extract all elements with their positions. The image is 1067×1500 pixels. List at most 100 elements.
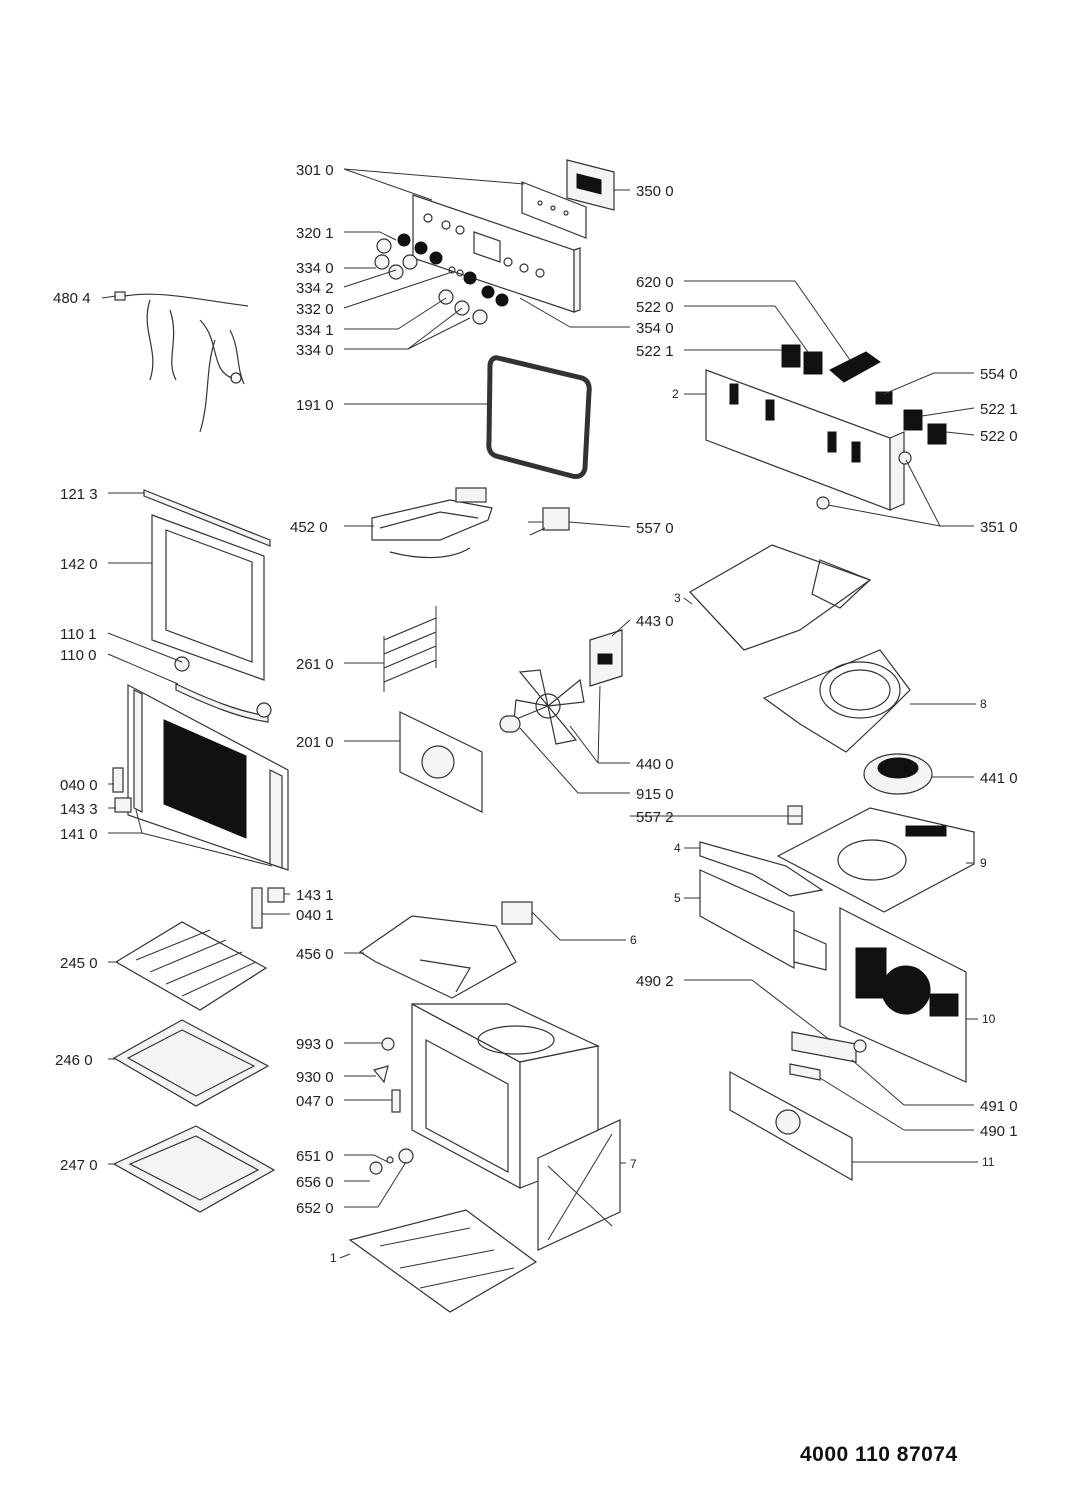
callout-label: 141 0 [60, 826, 98, 843]
callout-label: 440 0 [636, 756, 674, 773]
callout-label: 110 0 [60, 647, 96, 664]
callout-label: 993 0 [296, 1036, 334, 1053]
callout-label: 522 0 [636, 299, 674, 316]
callout-label: 040 1 [296, 907, 334, 924]
callout-label: 245 0 [60, 955, 98, 972]
part-door-top-trim [143, 489, 271, 547]
part-drip-pan [112, 1125, 276, 1213]
callout-label: 142 0 [60, 556, 98, 573]
part-wire-shelf [114, 921, 268, 1011]
callout-label: 334 1 [296, 322, 334, 339]
callout-label: 320 1 [296, 225, 334, 242]
callout-label: 11 [982, 1155, 995, 1169]
callout-label: 930 0 [296, 1069, 334, 1086]
part-fan-cover [762, 649, 911, 753]
callout-label: 121 3 [60, 486, 98, 503]
callout-label: 620 0 [636, 274, 674, 291]
callout-label: 651 0 [296, 1148, 334, 1165]
callout-label: 452 0 [290, 519, 328, 536]
part-outer-door-glass [151, 514, 265, 681]
part-lamp-parts [369, 1037, 414, 1175]
callout-label: 1 [330, 1251, 337, 1265]
callout-label: 143 3 [60, 801, 98, 818]
part-rear-panel [399, 711, 483, 813]
part-door-handle [174, 656, 272, 723]
callout-label: 4 [674, 841, 681, 855]
part-baking-tray [112, 1019, 270, 1107]
part-terminal-block [789, 1031, 867, 1081]
callout-label: 047 0 [296, 1093, 334, 1110]
part-thermostat [528, 507, 570, 536]
callout-label: 2 [672, 387, 679, 401]
leader-lines [101, 168, 978, 1259]
callout-label: 247 0 [60, 1157, 98, 1174]
document-number: 4000 110 87074 [800, 1443, 958, 1466]
callout-label: 201 0 [296, 734, 334, 751]
callout-label: 301 0 [296, 162, 334, 179]
callout-label: 522 0 [980, 428, 1018, 445]
callout-label: 110 1 [60, 626, 96, 643]
part-grill-element [371, 487, 493, 559]
part-top-cover [689, 544, 872, 651]
part-bottom-cover [348, 1209, 538, 1313]
part-cooling-fan [863, 753, 933, 795]
callout-label: 191 0 [296, 397, 334, 414]
part-safety-thermostat [787, 805, 803, 825]
callout-label: 332 0 [296, 301, 334, 318]
callout-label: 443 0 [636, 613, 674, 630]
callout-label: 10 [982, 1012, 996, 1026]
part-fan [499, 669, 585, 745]
callout-label: 456 0 [296, 946, 334, 963]
part-side-panel [699, 869, 827, 971]
part-door-assembly [112, 684, 289, 871]
callout-label: 522 1 [980, 401, 1018, 418]
part-shelf-rails [383, 606, 437, 692]
callout-labels: 301 0 350 0 320 1 334 0 334 2 332 0 334 … [53, 162, 1018, 1265]
part-base-plate [776, 807, 975, 913]
part-relays [781, 344, 947, 510]
callout-label: 334 0 [296, 260, 334, 277]
callout-label: 652 0 [296, 1200, 334, 1217]
part-knobs [374, 233, 509, 325]
part-lower-bracket [729, 1070, 853, 1182]
part-door-gasket [486, 355, 592, 479]
part-oven-cavity [411, 1002, 600, 1190]
callout-label: 3 [674, 591, 681, 605]
callout-label: 334 0 [296, 342, 334, 359]
callout-label: 557 0 [636, 520, 674, 537]
part-air-duct [699, 841, 824, 897]
callout-label: 480 4 [53, 290, 91, 307]
callout-label: 915 0 [636, 786, 674, 803]
callout-label: 554 0 [980, 366, 1018, 383]
callout-label: 522 1 [636, 343, 674, 360]
callout-label: 491 0 [980, 1098, 1018, 1115]
callout-label: 334 2 [296, 280, 334, 297]
callout-label: 656 0 [296, 1174, 334, 1191]
part-control-panel [412, 194, 581, 313]
callout-label: 8 [980, 697, 987, 711]
part-bottom-element [358, 901, 533, 999]
part-cavity-side-panel [537, 1119, 621, 1251]
part-display-module [521, 159, 615, 239]
callout-label: 354 0 [636, 320, 674, 337]
callout-label: 490 1 [980, 1123, 1018, 1140]
callout-label: 490 2 [636, 973, 674, 990]
callout-label: 143 1 [296, 887, 334, 904]
part-hinges [251, 887, 285, 929]
callout-label: 557 2 [636, 809, 674, 826]
callout-label: 6 [630, 933, 637, 947]
callout-label: 351 0 [980, 519, 1018, 536]
callout-label: 9 [980, 856, 987, 870]
callout-label: 261 0 [296, 656, 334, 673]
part-wiring-harness [114, 291, 249, 433]
callout-label: 5 [674, 891, 681, 905]
callout-label: 441 0 [980, 770, 1018, 787]
part-fan-motor [589, 629, 623, 687]
callout-label: 7 [630, 1157, 637, 1171]
callout-label: 350 0 [636, 183, 674, 200]
part-control-bracket [705, 369, 905, 511]
callout-label: 246 0 [55, 1052, 93, 1069]
callout-label: 040 0 [60, 777, 98, 794]
part-back-panel [839, 907, 967, 1083]
